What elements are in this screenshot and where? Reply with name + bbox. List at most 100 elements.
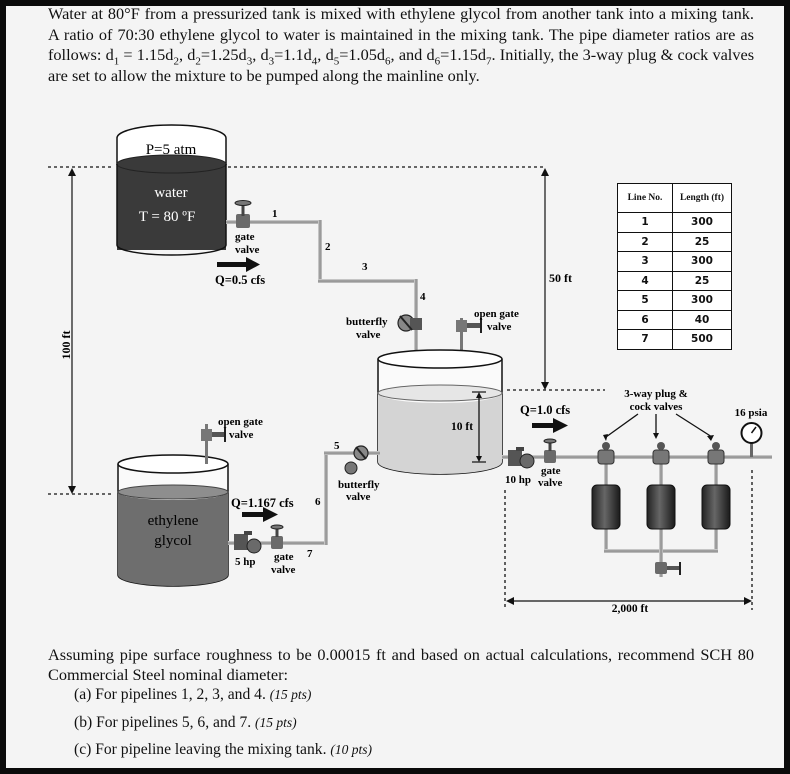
mainline-pipe [502, 455, 772, 459]
frame-right [784, 0, 790, 774]
gate-valve-1-icon [234, 200, 252, 228]
open-gate-top-label-b: valve [487, 321, 512, 333]
line-3-label: 3 [362, 261, 368, 273]
level-10-label: 10 ft [451, 421, 473, 433]
pump-5hp-label: 5 hp [235, 556, 256, 568]
line-7-label: 7 [307, 548, 313, 560]
water-pipeline [226, 220, 418, 357]
gate-valve-7-icon [270, 524, 284, 549]
table-cell: 25 [672, 231, 732, 252]
line-4-label: 4 [420, 291, 426, 303]
line-6-label: 6 [315, 496, 321, 508]
water-pressure-label: P=5 atm [146, 142, 197, 158]
table-cell: 500 [672, 329, 732, 350]
table-cell: 6 [617, 309, 673, 330]
flow-arrow-out [532, 418, 568, 433]
line-1-label: 1 [272, 208, 278, 220]
psia-label: 16 psia [735, 407, 768, 419]
gate-valve-1-label-a: gate [235, 231, 255, 243]
filter-1 [591, 484, 621, 530]
glycol-tank: ethylene glycol [117, 454, 229, 587]
flow-arrow-water [217, 257, 260, 272]
flow-arrow-glycol [242, 507, 278, 522]
vent-pipe-left [205, 424, 208, 464]
table-cell: 300 [672, 212, 732, 233]
open-gate-left-label-a: open gate [218, 416, 263, 428]
q-out-label: Q=1.0 cfs [520, 403, 570, 417]
height-100-label: 100 ft [59, 331, 73, 360]
butterfly-low-label-a: butterfly [338, 479, 380, 491]
vent-pipe-top [460, 318, 463, 360]
gate-valve-1-label-b: valve [235, 244, 260, 256]
water-tank: P=5 atm water T = 80 ºF [116, 124, 227, 256]
gate-7-label-a: gate [274, 551, 294, 563]
plug-pointer-heads [603, 433, 714, 441]
table-cell: 300 [672, 290, 732, 311]
open-gate-valve-top-icon [456, 318, 482, 333]
table-header-length: Length (ft) [672, 183, 732, 213]
question-a: (a) For pipelines 1, 2, 3, and 4. (15 pt… [74, 686, 312, 703]
table-cell: 25 [672, 270, 732, 291]
bypass-valve-icon [655, 562, 681, 575]
gate-7-label-b: valve [271, 564, 296, 576]
butterfly-low-label-b: valve [346, 491, 371, 503]
gate-out-label-a: gate [541, 465, 561, 477]
open-gate-valve-left-icon [201, 427, 226, 442]
table-cell: 4 [617, 270, 673, 291]
question-c: (c) For pipeline leaving the mixing tank… [74, 741, 372, 758]
plug-valve-3-icon [707, 442, 725, 465]
filter-2 [646, 484, 676, 530]
pressure-gauge-icon [740, 422, 763, 457]
glycol-label-1: ethylene [148, 513, 199, 529]
line-2-label: 2 [325, 241, 331, 253]
pump-10hp-label: 10 hp [505, 474, 531, 486]
gate-out-label-b: valve [538, 477, 563, 489]
plug-label-a: 3-way plug & [624, 388, 688, 400]
problem-statement: Water at 80°F from a pressurized tank is… [48, 4, 755, 85]
table-cell: 1 [617, 212, 673, 233]
table-cell: 3 [617, 251, 673, 272]
glycol-label-2: glycol [154, 533, 192, 549]
q-water-label: Q=0.5 cfs [215, 273, 265, 287]
assumption-text: Assuming pipe surface roughness to be 0.… [48, 645, 754, 684]
pump-10hp-icon [508, 447, 535, 469]
length-2000-label: 2,000 ft [612, 603, 649, 615]
frame-bottom [0, 768, 790, 774]
plug-valve-2-icon [652, 442, 670, 465]
mixing-tank: 10 ft [377, 349, 503, 475]
filter-3 [701, 484, 731, 530]
water-fluid-label: water [154, 185, 187, 201]
butterfly-valve-top-icon [397, 314, 422, 332]
plug-valve-1-icon [597, 442, 615, 465]
plug-pointer-lines [605, 413, 713, 438]
open-gate-left-label-b: valve [229, 429, 254, 441]
dimension-100ft: 100 ft [59, 168, 76, 494]
table-cell: 300 [672, 251, 732, 272]
water-temp-label: T = 80 ºF [139, 209, 196, 225]
table-cell: 7 [617, 329, 673, 350]
pump-5hp-icon [234, 531, 262, 554]
gate-valve-out-icon [543, 438, 557, 463]
question-b: (b) For pipelines 5, 6, and 7. (15 pts) [74, 714, 297, 731]
dimension-2000ft: 2,000 ft [506, 597, 752, 615]
plug-label-b: cock valves [630, 401, 684, 413]
open-gate-top-label-a: open gate [474, 308, 519, 320]
butterfly-top-label-a: butterfly [346, 316, 388, 328]
table-cell: 5 [617, 290, 673, 311]
reference-lines [48, 166, 753, 610]
line-5-label: 5 [334, 440, 340, 452]
table-header-line: Line No. [617, 183, 673, 213]
dimension-50ft: 50 ft [541, 168, 572, 390]
height-50-label: 50 ft [549, 271, 572, 285]
butterfly-top-label-b: valve [356, 329, 381, 341]
